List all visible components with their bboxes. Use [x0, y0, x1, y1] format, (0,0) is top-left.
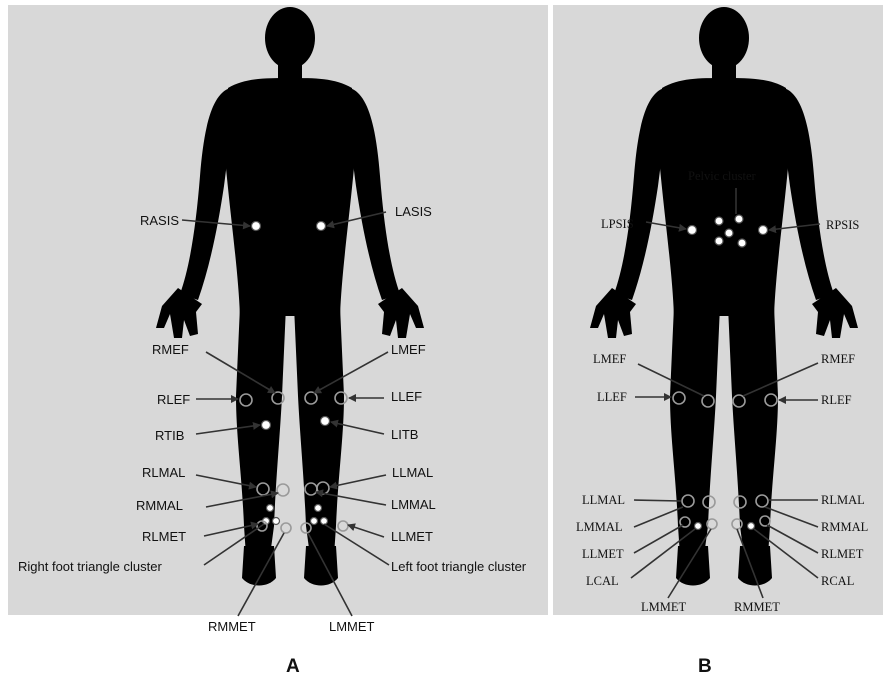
marker-right-cluster-3 [273, 518, 280, 525]
panel-a-letter: A [286, 656, 300, 677]
label-lmef: LMEF [391, 342, 426, 357]
label-rlmet: RLMET [142, 529, 186, 544]
label-right-foot-triangle-cluster: Right foot triangle cluster [18, 559, 162, 574]
marker-lasis [317, 222, 326, 231]
label-b-llmal: LLMAL [582, 493, 625, 507]
label-litb: LITB [391, 427, 418, 442]
label-b-rlmet: RLMET [821, 547, 864, 561]
label-b-rcal: RCAL [821, 574, 854, 588]
label-lasis: LASIS [395, 204, 432, 219]
label-b-rpsis: RPSIS [826, 218, 859, 232]
marker-litb [321, 417, 330, 426]
label-b-rmmet: RMMET [734, 600, 780, 614]
label-b-rlmal: RLMAL [821, 493, 865, 507]
marker-left-cluster-1 [315, 505, 322, 512]
label-rasis: RASIS [140, 213, 179, 228]
label-rlef: RLEF [157, 392, 190, 407]
panel-b-letter: B [698, 656, 712, 677]
marker-pelvic-cluster-2 [735, 215, 743, 223]
marker-lpsis [688, 226, 697, 235]
label-rmef: RMEF [152, 342, 189, 357]
marker-rpsis [759, 226, 768, 235]
label-llmal: LLMAL [392, 465, 433, 480]
label-b-rmmal: RMMAL [821, 520, 868, 534]
label-b-rmef: RMEF [821, 352, 855, 366]
label-b-lmef: LMEF [593, 352, 626, 366]
label-llmet: LLMET [391, 529, 433, 544]
marker-left-cluster-3 [321, 518, 328, 525]
marker-pelvic-cluster-1 [715, 217, 723, 225]
label-b-llef: LLEF [597, 390, 627, 404]
label-rmmet: RMMET [208, 619, 256, 634]
marker-pelvic-cluster-4 [738, 239, 746, 247]
label-b-rlef: RLEF [821, 393, 852, 407]
label-b-lmmal: LMMAL [576, 520, 623, 534]
label-lmmet: LMMET [329, 619, 375, 634]
marker-pelvic-cluster-5 [725, 229, 733, 237]
label-b-llmet: LLMET [582, 547, 624, 561]
label-rmmal: RMMAL [136, 498, 183, 513]
label-llef: LLEF [391, 389, 422, 404]
label-lmmal: LMMAL [391, 497, 436, 512]
marker-rtib [262, 421, 271, 430]
label-left-foot-triangle-cluster: Left foot triangle cluster [391, 559, 527, 574]
label-rtib: RTIB [155, 428, 184, 443]
leader-b-llmal [634, 500, 681, 501]
marker-rasis [252, 222, 261, 231]
marker-b-rcal [748, 523, 755, 530]
marker-pelvic-cluster-3 [715, 237, 723, 245]
label-pelvic-cluster: Pelvic cluster [688, 169, 757, 183]
label-b-lcal: LCAL [586, 574, 619, 588]
label-b-lmmet: LMMET [641, 600, 687, 614]
label-b-lpsis: LPSIS [601, 217, 634, 231]
marker-b-lcal [695, 523, 702, 530]
label-rlmal: RLMAL [142, 465, 185, 480]
marker-left-cluster-2 [311, 518, 318, 525]
marker-right-cluster-1 [267, 505, 274, 512]
